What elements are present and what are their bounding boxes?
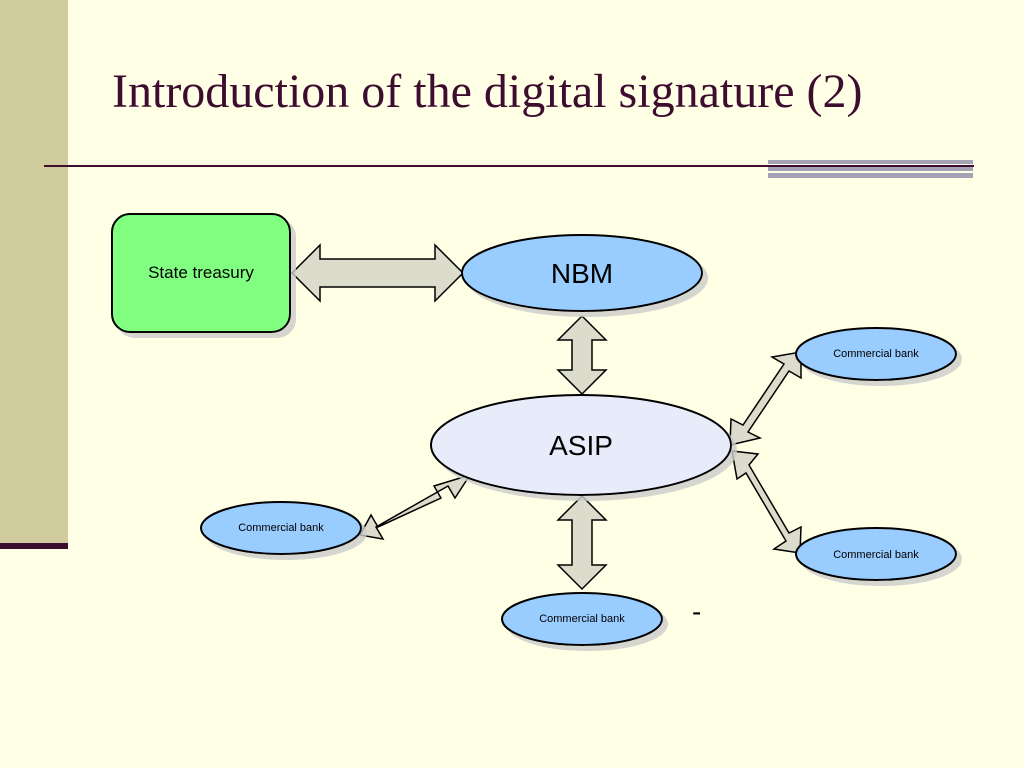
- title-accent: [768, 160, 973, 178]
- node-commercial-bank-left: Commercial bank: [200, 501, 362, 555]
- commercial-bank-label: Commercial bank: [833, 348, 919, 360]
- node-asip: ASIP: [430, 394, 732, 496]
- commercial-bank-label: Commercial bank: [833, 549, 919, 561]
- slide-title: Introduction of the digital signature (2…: [112, 65, 863, 118]
- node-state-treasury: State treasury: [111, 213, 291, 333]
- side-rule: [0, 543, 68, 549]
- nbm-label: NBM: [551, 258, 613, 289]
- state-treasury-label: State treasury: [148, 263, 254, 282]
- side-band: [0, 0, 68, 548]
- title-rule: [44, 165, 974, 167]
- arrow-asip-bank-right-top: [729, 351, 802, 446]
- asip-label: ASIP: [549, 430, 613, 461]
- commercial-bank-label: Commercial bank: [238, 522, 324, 534]
- node-commercial-bank-bottom: Commercial bank: [501, 592, 663, 646]
- commercial-bank-label: Commercial bank: [539, 613, 625, 625]
- arrow-asip-bank-right-bottom: [731, 450, 802, 554]
- stray-dash-mark: -: [692, 596, 702, 627]
- arrow-nbm-asip: [556, 314, 608, 396]
- node-nbm: NBM: [461, 234, 703, 312]
- node-commercial-bank-right-bottom: Commercial bank: [795, 527, 957, 581]
- arrow-treasury-nbm: [290, 243, 465, 303]
- arrow-asip-bank-bottom: [556, 494, 608, 591]
- arrow-asip-bank-left: [358, 473, 472, 541]
- connector-arrows: [290, 243, 802, 591]
- node-commercial-bank-right-top: Commercial bank: [795, 327, 957, 381]
